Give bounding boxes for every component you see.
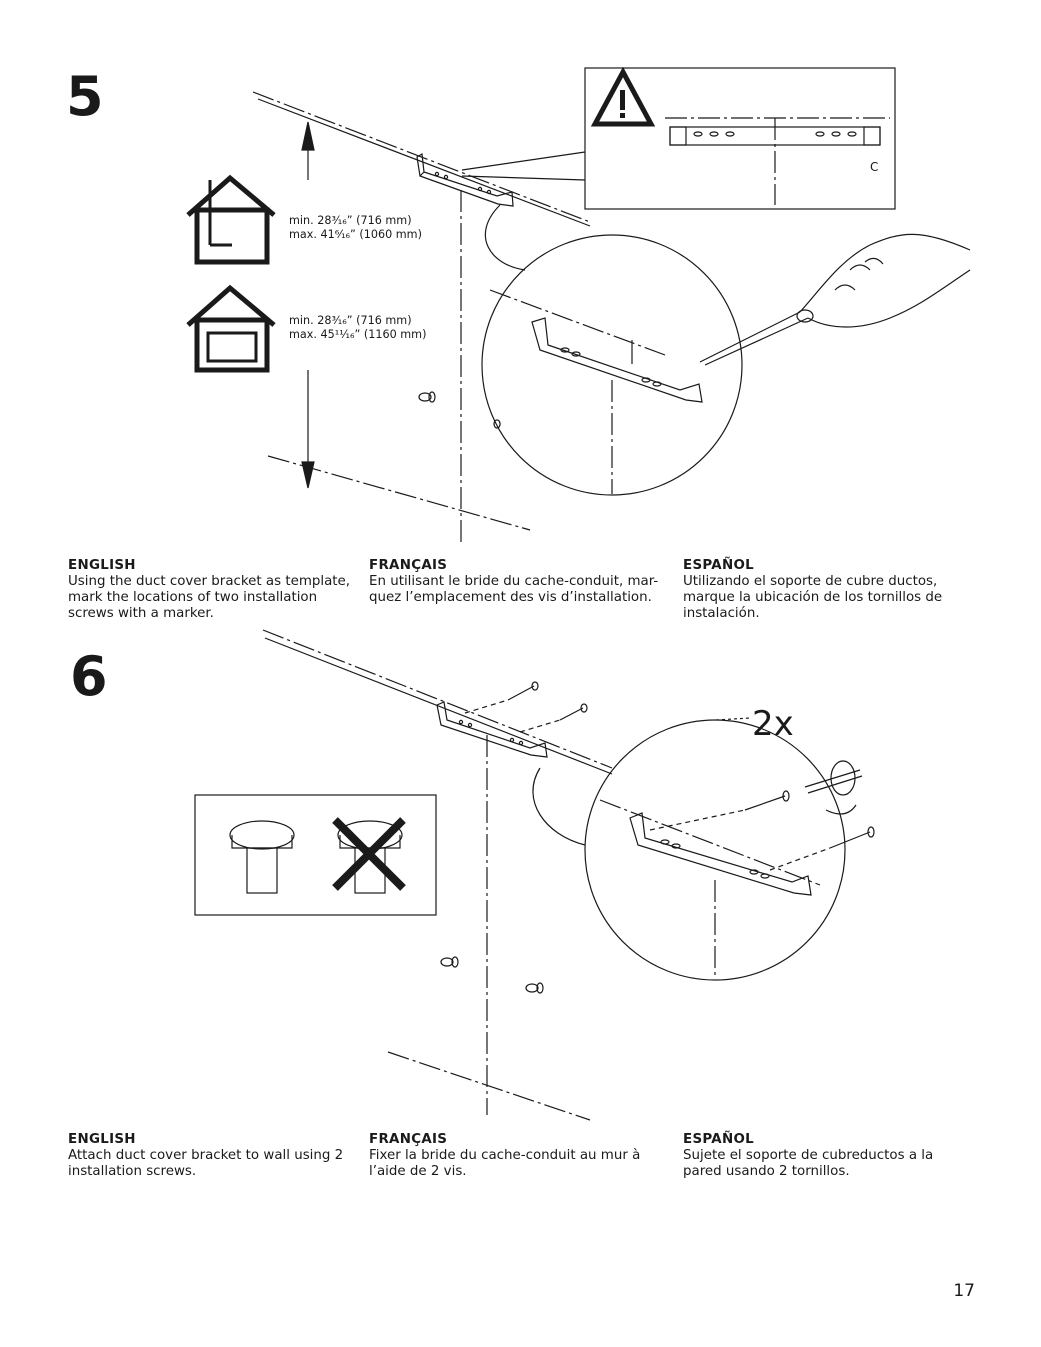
step-6-french-heading: FRANÇAIS	[369, 1132, 448, 1147]
step-5-french: FRANÇAIS En utilisant le bride du cache-…	[369, 558, 674, 606]
step-6-english: ENGLISH Attach duct cover bracket to wal…	[68, 1132, 363, 1180]
step-6-spanish-heading: ESPAÑOL	[683, 1132, 754, 1147]
step-6-number: 6	[70, 645, 108, 708]
measurement-a-max: max. 41⁶⁄₁₆” (1060 mm)	[289, 228, 422, 241]
step-5-english-body: Using the duct cover bracket as template…	[68, 574, 351, 621]
measurement-b: min. 28³⁄₁₆” (716 mm) max. 45¹¹⁄₁₆” (116…	[289, 314, 426, 342]
step-6-english-heading: ENGLISH	[68, 1132, 136, 1147]
step-5-french-body: En utilisant le bride du cache-conduit, …	[369, 574, 659, 605]
step-5-spanish-heading: ESPAÑOL	[683, 558, 754, 573]
step-5-english: ENGLISH Using the duct cover bracket as …	[68, 558, 363, 622]
measurement-b-min: min. 28³⁄₁₆” (716 mm)	[289, 314, 412, 327]
not-allowed-cross-icon	[332, 817, 406, 891]
step-6-french: FRANÇAIS Fixer la bride du cache-conduit…	[369, 1132, 674, 1180]
step-5-spanish: ESPAÑOL Utilizando el soporte de cubre d…	[683, 558, 983, 622]
step-6-spanish-body: Sujete el soporte de cubreductos a la pa…	[683, 1148, 934, 1179]
page-number: 17	[953, 1281, 975, 1301]
step-6-spanish: ESPAÑOL Sujete el soporte de cubreductos…	[683, 1132, 983, 1180]
step-6-english-body: Attach duct cover bracket to wall using …	[68, 1148, 344, 1179]
house-recirculating-duct-icon	[186, 284, 276, 373]
measurement-a-min: min. 28³⁄₁₆” (716 mm)	[289, 214, 412, 227]
screw-marker-dot	[418, 391, 436, 403]
callout-label-c: C	[870, 160, 879, 174]
step-5-french-heading: FRANÇAIS	[369, 558, 448, 573]
measurement-b-max: max. 45¹¹⁄₁₆” (1160 mm)	[289, 328, 427, 341]
screw-count-label: 2x	[752, 704, 794, 744]
bracket-small	[416, 153, 514, 207]
house-straight-duct-icon	[186, 174, 276, 265]
step-5-spanish-body: Utilizando el soporte de cubre ductos, m…	[683, 574, 943, 621]
warning-triangle-icon	[590, 66, 656, 127]
callout-box	[584, 67, 896, 210]
step-6-french-body: Fixer la bride du cache-conduit au mur à…	[369, 1148, 641, 1179]
measurement-a: min. 28³⁄₁₆” (716 mm) max. 41⁶⁄₁₆” (1060…	[289, 214, 422, 242]
step-5-number: 5	[66, 65, 104, 128]
step-5-english-heading: ENGLISH	[68, 558, 136, 573]
